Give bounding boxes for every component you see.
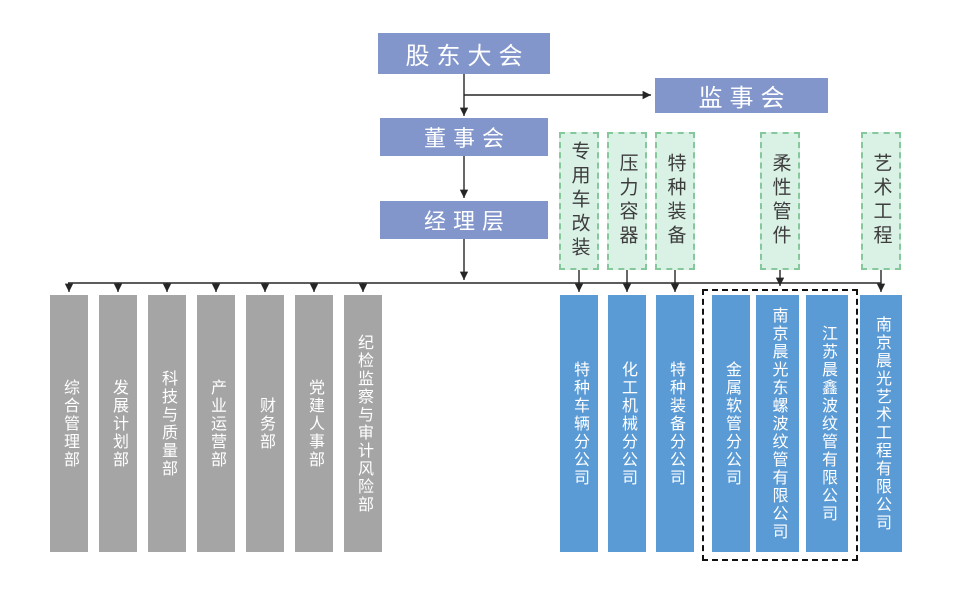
dept-label: 纪检监察与审计风险部: [355, 333, 372, 514]
board-of-directors-label: 董事会: [423, 126, 511, 151]
subsidiary-label: 特种车辆分公司: [571, 360, 588, 487]
bellows-group-outline: [702, 289, 858, 561]
subsidiary-box-chenxin-bellows: 江苏晨鑫波纹管有限公司: [806, 295, 848, 552]
management-level-label: 经理层: [423, 209, 511, 234]
dept-label: 产业运营部: [208, 378, 225, 469]
subsidiary-label: 南京晨光艺术工程有限公司: [873, 315, 890, 532]
subsidiary-box-special-vehicle: 特种车辆分公司: [560, 295, 598, 552]
dept-box-technology-quality: 科技与质量部: [148, 295, 186, 552]
dept-box-finance: 财务部: [246, 295, 284, 552]
dept-box-development-planning: 发展计划部: [99, 295, 137, 552]
supervisory-board-box: 监事会: [655, 78, 828, 113]
dept-label: 发展计划部: [110, 378, 127, 469]
segment-box-pressure-vessel: 压力容器: [607, 132, 647, 270]
subsidiary-box-art-engineering: 南京晨光艺术工程有限公司: [860, 295, 902, 552]
dept-label: 党建人事部: [306, 378, 323, 469]
dept-box-general-management: 综合管理部: [50, 295, 88, 552]
subsidiary-label: 化工机械分公司: [619, 360, 636, 487]
subsidiary-label: 特种装备分公司: [667, 360, 684, 487]
subsidiary-label: 江苏晨鑫波纹管有限公司: [819, 324, 836, 523]
dept-label: 综合管理部: [61, 378, 78, 469]
dept-label: 财务部: [257, 396, 274, 451]
subsidiary-box-special-equipment: 特种装备分公司: [656, 295, 694, 552]
segment-box-flexible-pipe: 柔性管件: [760, 132, 800, 270]
segment-label: 特种装备: [664, 153, 686, 249]
management-level-box: 经理层: [380, 201, 548, 239]
segment-label: 艺术工程: [870, 153, 892, 249]
segment-box-art-engineering: 艺术工程: [861, 132, 901, 270]
dept-box-industry-operations: 产业运营部: [197, 295, 235, 552]
board-of-directors-box: 董事会: [380, 118, 548, 156]
segment-box-special-equipment: 特种装备: [655, 132, 695, 270]
subsidiary-label: 金属软管分公司: [723, 360, 740, 487]
segment-box-special-vehicle-refit: 专用车改装: [559, 132, 599, 270]
subsidiary-box-metal-hose: 金属软管分公司: [712, 295, 750, 552]
dept-label: 科技与质量部: [159, 369, 176, 478]
subsidiary-box-chemical-machinery: 化工机械分公司: [608, 295, 646, 552]
segment-label: 压力容器: [616, 153, 638, 249]
supervisory-board-label: 监事会: [698, 85, 792, 112]
segment-label: 柔性管件: [769, 153, 791, 249]
dept-box-party-building-hr: 党建人事部: [295, 295, 333, 552]
shareholders-meeting-label: 股东大会: [405, 43, 530, 70]
subsidiary-box-dongluo-bellows: 南京晨光东螺波纹管有限公司: [756, 295, 799, 552]
shareholders-meeting-box: 股东大会: [378, 33, 550, 74]
subsidiary-label: 南京晨光东螺波纹管有限公司: [769, 306, 787, 541]
dept-box-discipline-audit-risk: 纪检监察与审计风险部: [344, 295, 382, 552]
segment-label: 专用车改装: [568, 141, 590, 261]
